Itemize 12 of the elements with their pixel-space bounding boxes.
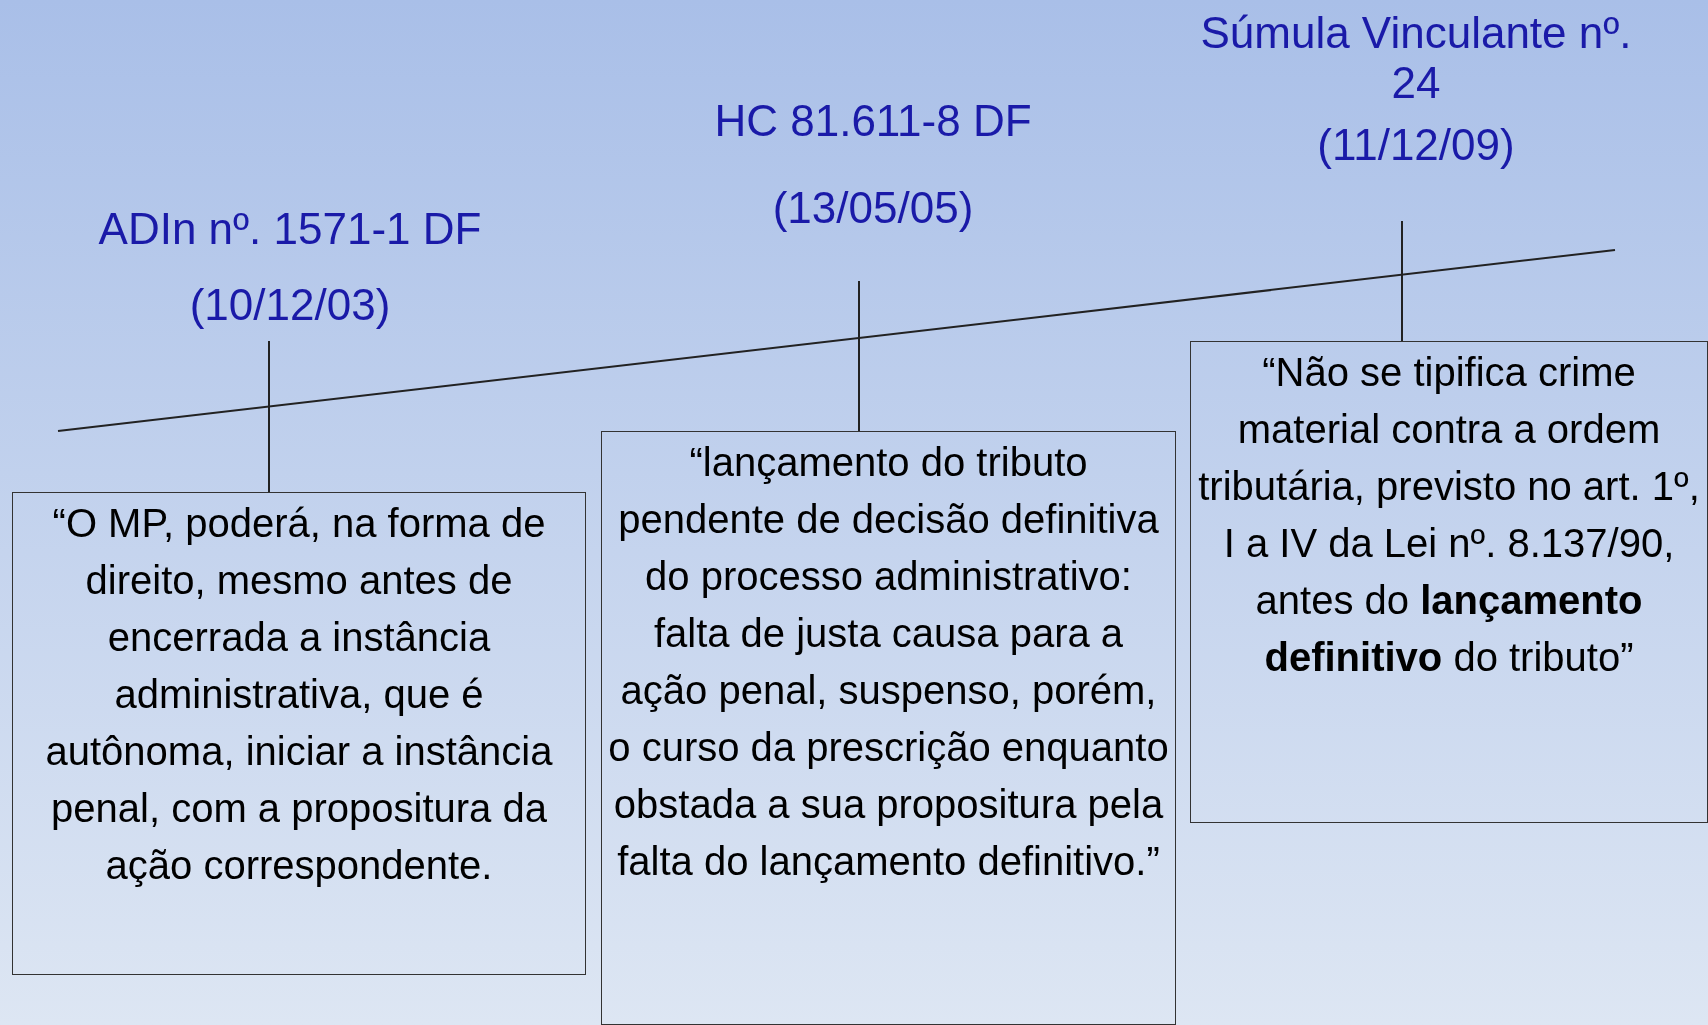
- event-date: (10/12/03): [188, 280, 392, 330]
- quote-box: “O MP, poderá, na forma de direito, mesmo antes de encerrada a instância administrativa, que é autônoma, iniciar a instância penal, com a propositura da ação correspondente.: [12, 492, 586, 975]
- quote-box: “Não se tipifica crime material contra a ordem tributária, previsto no art. 1º, I a IV da Lei nº. 8.137/90, antes do lançamento definitivo do tributo”: [1190, 341, 1708, 823]
- event-title: Súmula Vinculante nº. 24: [1199, 8, 1633, 108]
- event-date: (13/05/05): [771, 183, 975, 233]
- connector-line: [1401, 220, 1403, 342]
- connector-line: [268, 340, 270, 493]
- event-title: HC 81.611-8 DF: [713, 96, 1033, 146]
- connector-line: [858, 280, 860, 432]
- event-date: (11/12/09): [1316, 120, 1516, 170]
- quote-box: “lançamento do tributo pendente de decisão definitiva do processo administrativo: falta de justa causa para a ação penal, suspenso, porém, o curso da prescrição enquanto obstada a sua propositura pela falta do lançamento definitivo.”: [601, 431, 1176, 1025]
- event-title: ADIn nº. 1571-1 DF: [97, 204, 483, 254]
